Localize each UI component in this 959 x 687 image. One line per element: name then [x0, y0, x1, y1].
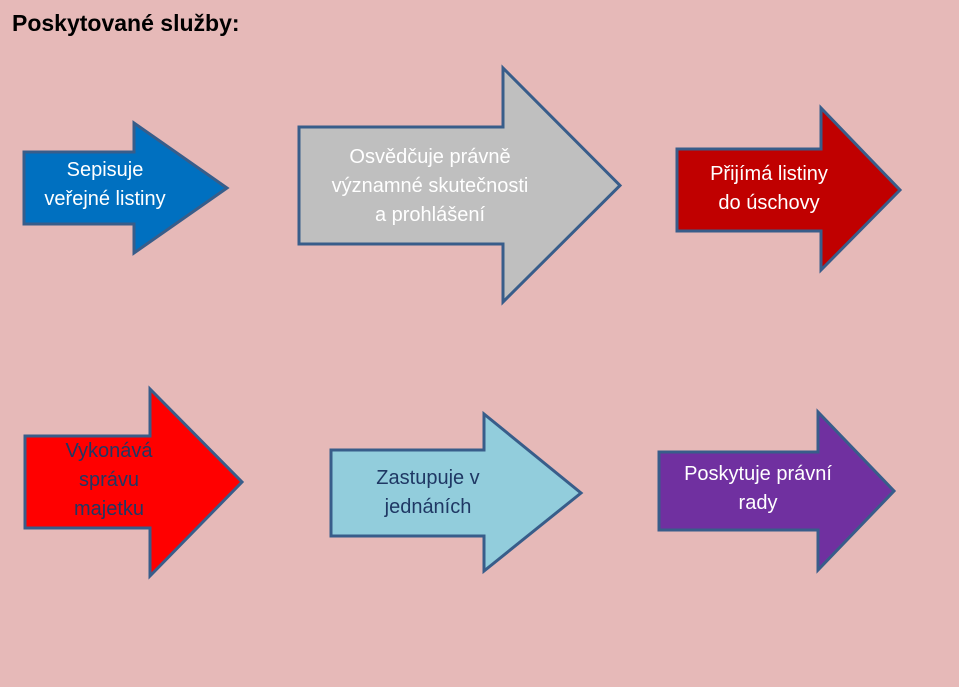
service-label-line: Vykonává: [65, 440, 153, 462]
service-label-line: rady: [739, 492, 778, 514]
service-label-line: majetku: [74, 498, 144, 520]
service-label-line: Zastupuje v: [376, 467, 479, 489]
arrow-shape-blue: [22, 120, 230, 256]
service-label-line: do úschovy: [718, 192, 819, 214]
arrow-shape-gray: [297, 64, 623, 306]
service-arrow-red: Vykonává správu majetku: [23, 385, 245, 580]
service-arrow-gray: Osvědčuje právně významné skutečnosti a pr…: [297, 64, 623, 306]
service-arrow-purple: Poskytuje právní rady: [657, 408, 897, 574]
service-label-line: Osvědčuje právně: [349, 146, 510, 168]
service-label-line: jednáních: [384, 496, 472, 518]
service-label-line: správu: [79, 469, 139, 491]
arrow-shape-dark-red: [675, 104, 903, 274]
service-label-line: Přijímá listiny: [710, 163, 828, 185]
service-label-line: Sepisuje: [67, 159, 144, 181]
service-label-line: Poskytuje právní: [684, 463, 832, 485]
service-label-line: a prohlášení: [375, 204, 486, 226]
arrow-shape-purple: [657, 408, 897, 574]
service-label-line: veřejné listiny: [44, 188, 165, 210]
service-arrow-light-blue: Zastupuje v jednáních: [329, 410, 584, 575]
arrow-shape-light-blue: [329, 410, 584, 575]
service-arrow-blue: Sepisuje veřejné listiny: [22, 120, 230, 256]
arrow-layer: Sepisuje veřejné listiny Osvědčuje právně v…: [22, 64, 903, 580]
service-label-line: významné skutečnosti: [332, 175, 529, 197]
page-title: Poskytované služby:: [12, 10, 240, 36]
service-arrow-dark-red: Přijímá listiny do úschovy: [675, 104, 903, 274]
arrow-shape-red: [23, 385, 245, 580]
